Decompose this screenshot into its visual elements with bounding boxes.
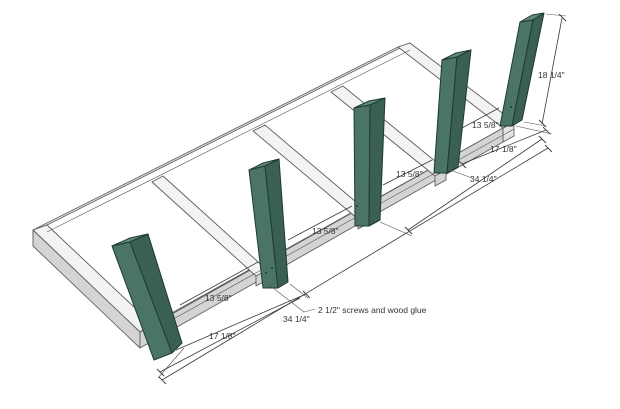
- dimension-lines: [156, 13, 567, 385]
- end-left-label: 17 1/8": [209, 331, 236, 341]
- span-right-label: 34 1/4": [470, 174, 497, 184]
- screws-note: 2 1/2" screws and wood glue: [318, 305, 427, 315]
- span-left-label: 34 1/4": [283, 314, 310, 324]
- front-rail-face: [139, 127, 504, 349]
- gap-center-label: 13 5/8": [312, 226, 339, 236]
- leg-5: [499, 12, 545, 127]
- leg-2: [248, 158, 289, 289]
- leg-3: [353, 97, 386, 227]
- gap-right-top-label: 13 5/8": [472, 120, 499, 130]
- frame: [32, 42, 515, 349]
- labels: 18 1/4" 13 5/8" 17 1/8" 13 5/8" 34 1/4" …: [205, 70, 565, 341]
- height-label: 18 1/4": [538, 70, 565, 80]
- leg-1: [111, 233, 183, 361]
- gap-right-mid-label: 13 5/8": [396, 169, 423, 179]
- cross-member-3: [330, 85, 447, 177]
- legs: [111, 12, 545, 361]
- cross-member-1: [151, 175, 268, 277]
- gap-left-label: 13 5/8": [205, 293, 232, 303]
- end-right-label: 17 1/8": [490, 144, 517, 154]
- leg-4: [433, 49, 472, 174]
